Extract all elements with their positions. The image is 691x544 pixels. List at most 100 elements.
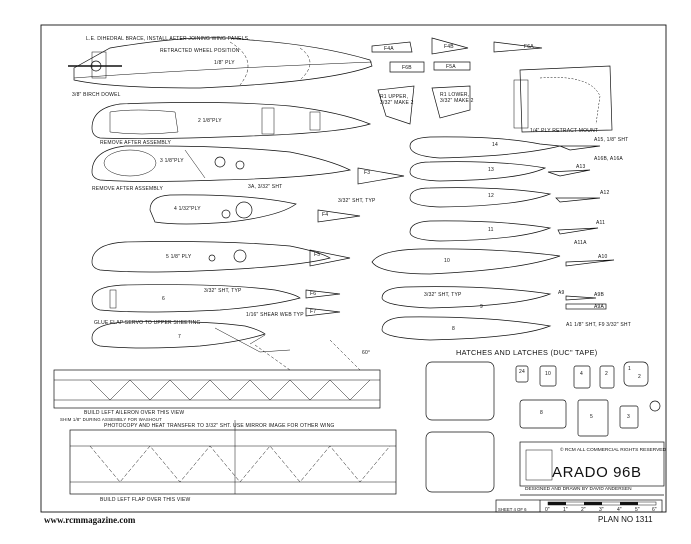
rib-2-label: 2 1/8"PLY xyxy=(198,118,222,124)
sheet-border xyxy=(40,24,667,513)
hatches-title: HATCHES AND LATCHES (DUC" TAPE) xyxy=(456,348,598,357)
rib-10-label: 10 xyxy=(444,258,450,264)
rib-11-label: 11 xyxy=(488,227,494,233)
rib-3-label: 3 1/8"PLY xyxy=(160,158,184,164)
scale-6: 6" xyxy=(652,507,657,513)
rib-5-label: 5 1/8" PLY xyxy=(166,254,192,260)
note-angle: 60° xyxy=(362,350,371,356)
scale-5: 5" xyxy=(635,507,640,513)
scale-4: 4" xyxy=(617,507,622,513)
flap-view xyxy=(69,420,397,495)
part-a10-label: A10 xyxy=(598,254,608,260)
part-f3 xyxy=(357,167,405,185)
scale-0: 0" xyxy=(545,507,550,513)
part-f7 xyxy=(305,307,341,317)
rib-5 xyxy=(91,241,331,273)
part-a13-label: A13 xyxy=(576,164,586,170)
rib-7-label: 7 xyxy=(178,334,181,340)
former-f5a xyxy=(433,61,471,71)
part-f5-label: F5 xyxy=(314,252,321,258)
former-f6b xyxy=(389,61,425,73)
note-sht-typ-2: 3/32" SHT, TYP xyxy=(204,288,242,294)
hatch-part-1: 1 xyxy=(628,366,631,372)
part-f5 xyxy=(309,249,351,267)
rib-4 xyxy=(149,194,297,225)
rib-8-label: 8 xyxy=(452,326,455,332)
right-ribs xyxy=(371,136,615,341)
rib-1-label: 1/8" PLY xyxy=(214,60,235,66)
rib-2 xyxy=(91,102,372,140)
scale-bar xyxy=(547,501,657,506)
hatch-part-5: 5 xyxy=(590,414,593,420)
note-birch-dowel: 3/8" BIRCH DOWEL xyxy=(72,92,121,98)
part-f6-label: F6 xyxy=(310,291,317,297)
part-f3-label: F3 xyxy=(364,170,371,176)
sheet-number: SHEET 4 OF 6 xyxy=(498,507,527,512)
hatch-part-3: 3 xyxy=(627,414,630,420)
hatch-part-10: 10 xyxy=(545,371,551,377)
note-remove-1: REMOVE AFTER ASSEMBLY xyxy=(100,140,172,146)
part-a9a-label: A9A xyxy=(594,304,605,310)
rib-13-label: 13 xyxy=(488,167,494,173)
hatch-part-4: 4 xyxy=(580,371,583,377)
scale-1: 1" xyxy=(563,507,568,513)
note-build-aileron: BUILD LEFT AILERON OVER THIS VIEW xyxy=(84,410,185,416)
website-link[interactable]: www.rcmmagazine.com xyxy=(44,515,136,525)
note-le-brace: L.E. DIHEDRAL BRACE, INSTALL AFTER JOINI… xyxy=(86,36,249,42)
former-f4b xyxy=(431,37,469,55)
hatch-part-2b: 2 xyxy=(638,374,641,380)
note-shim: SHIM 1/8" DURING ASSEMBLY FOR WASHOUT xyxy=(60,417,162,422)
retract-mount xyxy=(513,65,613,133)
part-a12-label: A12 xyxy=(600,190,610,196)
rib-3 xyxy=(91,145,352,182)
part-f4-label: F4 xyxy=(322,212,329,218)
scale-3: 3" xyxy=(599,507,604,513)
part-f6 xyxy=(305,289,341,299)
note-a15: A15, 1/8" SHT xyxy=(594,137,629,143)
hatch-parts xyxy=(425,361,661,493)
part-f4 xyxy=(317,209,361,223)
copyright: © RCM ALL COMMERCIAL RIGHTS RESERVED xyxy=(560,448,666,453)
rib-14-label: 14 xyxy=(492,142,498,148)
note-remove-2: REMOVE AFTER ASSEMBLY xyxy=(92,186,164,192)
rib-9-label: 9 xyxy=(480,304,483,310)
hatch-part-2a: 2 xyxy=(605,371,608,377)
part-f6a-label: F6A xyxy=(524,44,534,50)
part-a9b-label: A9B xyxy=(594,292,605,298)
aileron-view xyxy=(53,339,381,409)
former-f6a xyxy=(493,41,543,53)
part-f6b-label: F6B xyxy=(402,65,412,71)
part-a11a-label: A11A xyxy=(574,240,587,246)
part-f4b-label: F4B xyxy=(444,44,454,50)
rib-6 xyxy=(91,284,301,313)
note-photocopy: PHOTOCOPY AND HEAT TRANSFER TO 3/32" SHT… xyxy=(104,423,335,429)
scale-2: 2" xyxy=(581,507,586,513)
note-r1-upper: R1 UPPER, 3/32" MAKE 2 xyxy=(380,94,414,106)
note-sht-typ-3: 3/32" SHT, TYP xyxy=(424,292,462,298)
model-title: ARADO 96B xyxy=(552,464,642,481)
former-f4a xyxy=(371,41,413,53)
part-a9-label: A9 xyxy=(558,290,565,296)
hatch-part-24: 24 xyxy=(519,369,525,375)
part-f7-label: F7 xyxy=(310,309,317,315)
note-retract-mount: 1/4" PLY RETRACT MOUNT xyxy=(530,128,599,134)
plan-number: PLAN NO 1311 xyxy=(598,515,653,524)
rib-12-label: 12 xyxy=(488,193,494,199)
rib-1 xyxy=(68,37,373,89)
part-a11-label: A11 xyxy=(596,220,606,226)
part-r1-lower xyxy=(431,85,471,119)
note-r1-lower: R1 LOWER, 3/32" MAKE 2 xyxy=(440,92,474,104)
hatch-part-8: 8 xyxy=(540,410,543,416)
note-sht-3a: 3A, 3/32" SHT xyxy=(248,184,283,190)
rib-6-label: 6 xyxy=(162,296,165,302)
part-r1-upper xyxy=(377,85,415,125)
part-f5a-label: F5A xyxy=(446,64,456,70)
note-glue-flap: GLUE FLAP SERVO TO UPPER SHEETING xyxy=(94,320,201,326)
note-a-sht: A1 1/8" SHT, F9 3/32" SHT xyxy=(566,322,631,328)
note-build-flap: BUILD LEFT FLAP OVER THIS VIEW xyxy=(100,497,191,503)
rib-7 xyxy=(91,321,291,353)
rib-4-label: 4 1/32"PLY xyxy=(174,206,201,212)
note-shear-web: 1/16" SHEAR WEB TYP xyxy=(246,312,304,318)
part-f4a-label: F4A xyxy=(384,46,394,52)
